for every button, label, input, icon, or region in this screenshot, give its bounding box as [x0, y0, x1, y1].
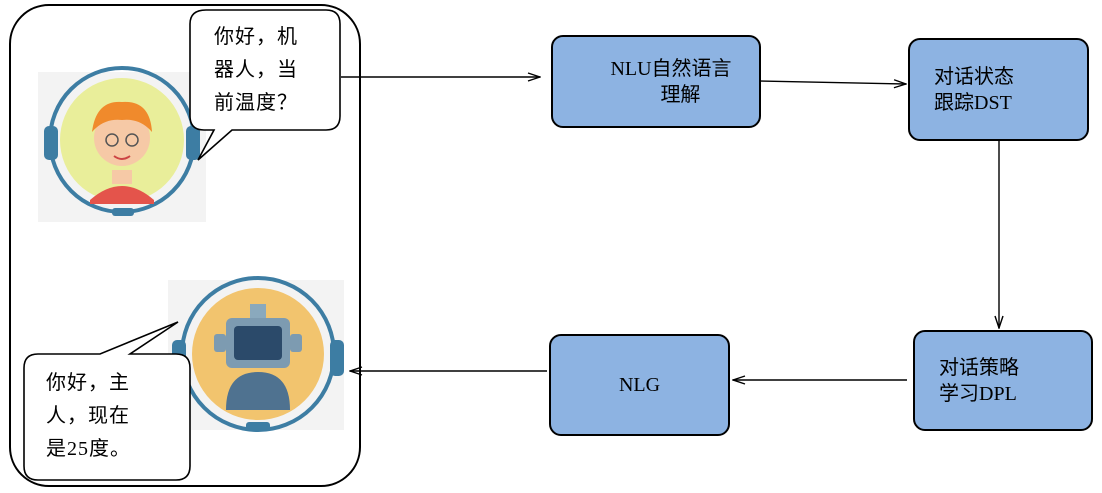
- node-dst-line-1: 对话状态: [934, 65, 1014, 88]
- robot-avatar-icon: [168, 276, 344, 432]
- node-dpl-line-2: 学习DPL: [939, 382, 1017, 405]
- node-dpl-line-1: 对话策略: [939, 356, 1019, 379]
- node-nlu-line-1: NLU自然语言: [610, 57, 732, 80]
- arrow-nlu-to-dst: [757, 81, 906, 84]
- bot-utterance: 你好，主 人，现在 是25度。: [46, 367, 131, 466]
- node-dst: 对话状态 跟踪DST: [908, 38, 1089, 141]
- user-utterance: 你好，机 器人，当 前温度？: [214, 21, 298, 120]
- user-speech-bubble: [189, 9, 341, 161]
- node-nlg-label: NLG: [618, 374, 661, 396]
- user-avatar-icon: [38, 66, 206, 222]
- node-nlu: NLU自然语言 理解: [551, 35, 761, 128]
- node-dst-line-2: 跟踪DST: [934, 91, 1012, 114]
- user-utterance-line-2: 器人，当: [214, 59, 298, 81]
- bot-utterance-line-2: 人，现在: [46, 405, 130, 427]
- node-nlg: NLG: [549, 334, 730, 436]
- user-utterance-line-3: 前温度？: [214, 92, 298, 114]
- node-nlu-line-2: 理解: [660, 83, 701, 106]
- bot-utterance-line-3: 是25度。: [46, 438, 131, 460]
- bot-utterance-line-1: 你好，主: [46, 372, 130, 394]
- node-dpl: 对话策略 学习DPL: [913, 330, 1093, 431]
- bot-speech-bubble: [23, 321, 191, 481]
- user-utterance-line-1: 你好，机: [214, 26, 298, 48]
